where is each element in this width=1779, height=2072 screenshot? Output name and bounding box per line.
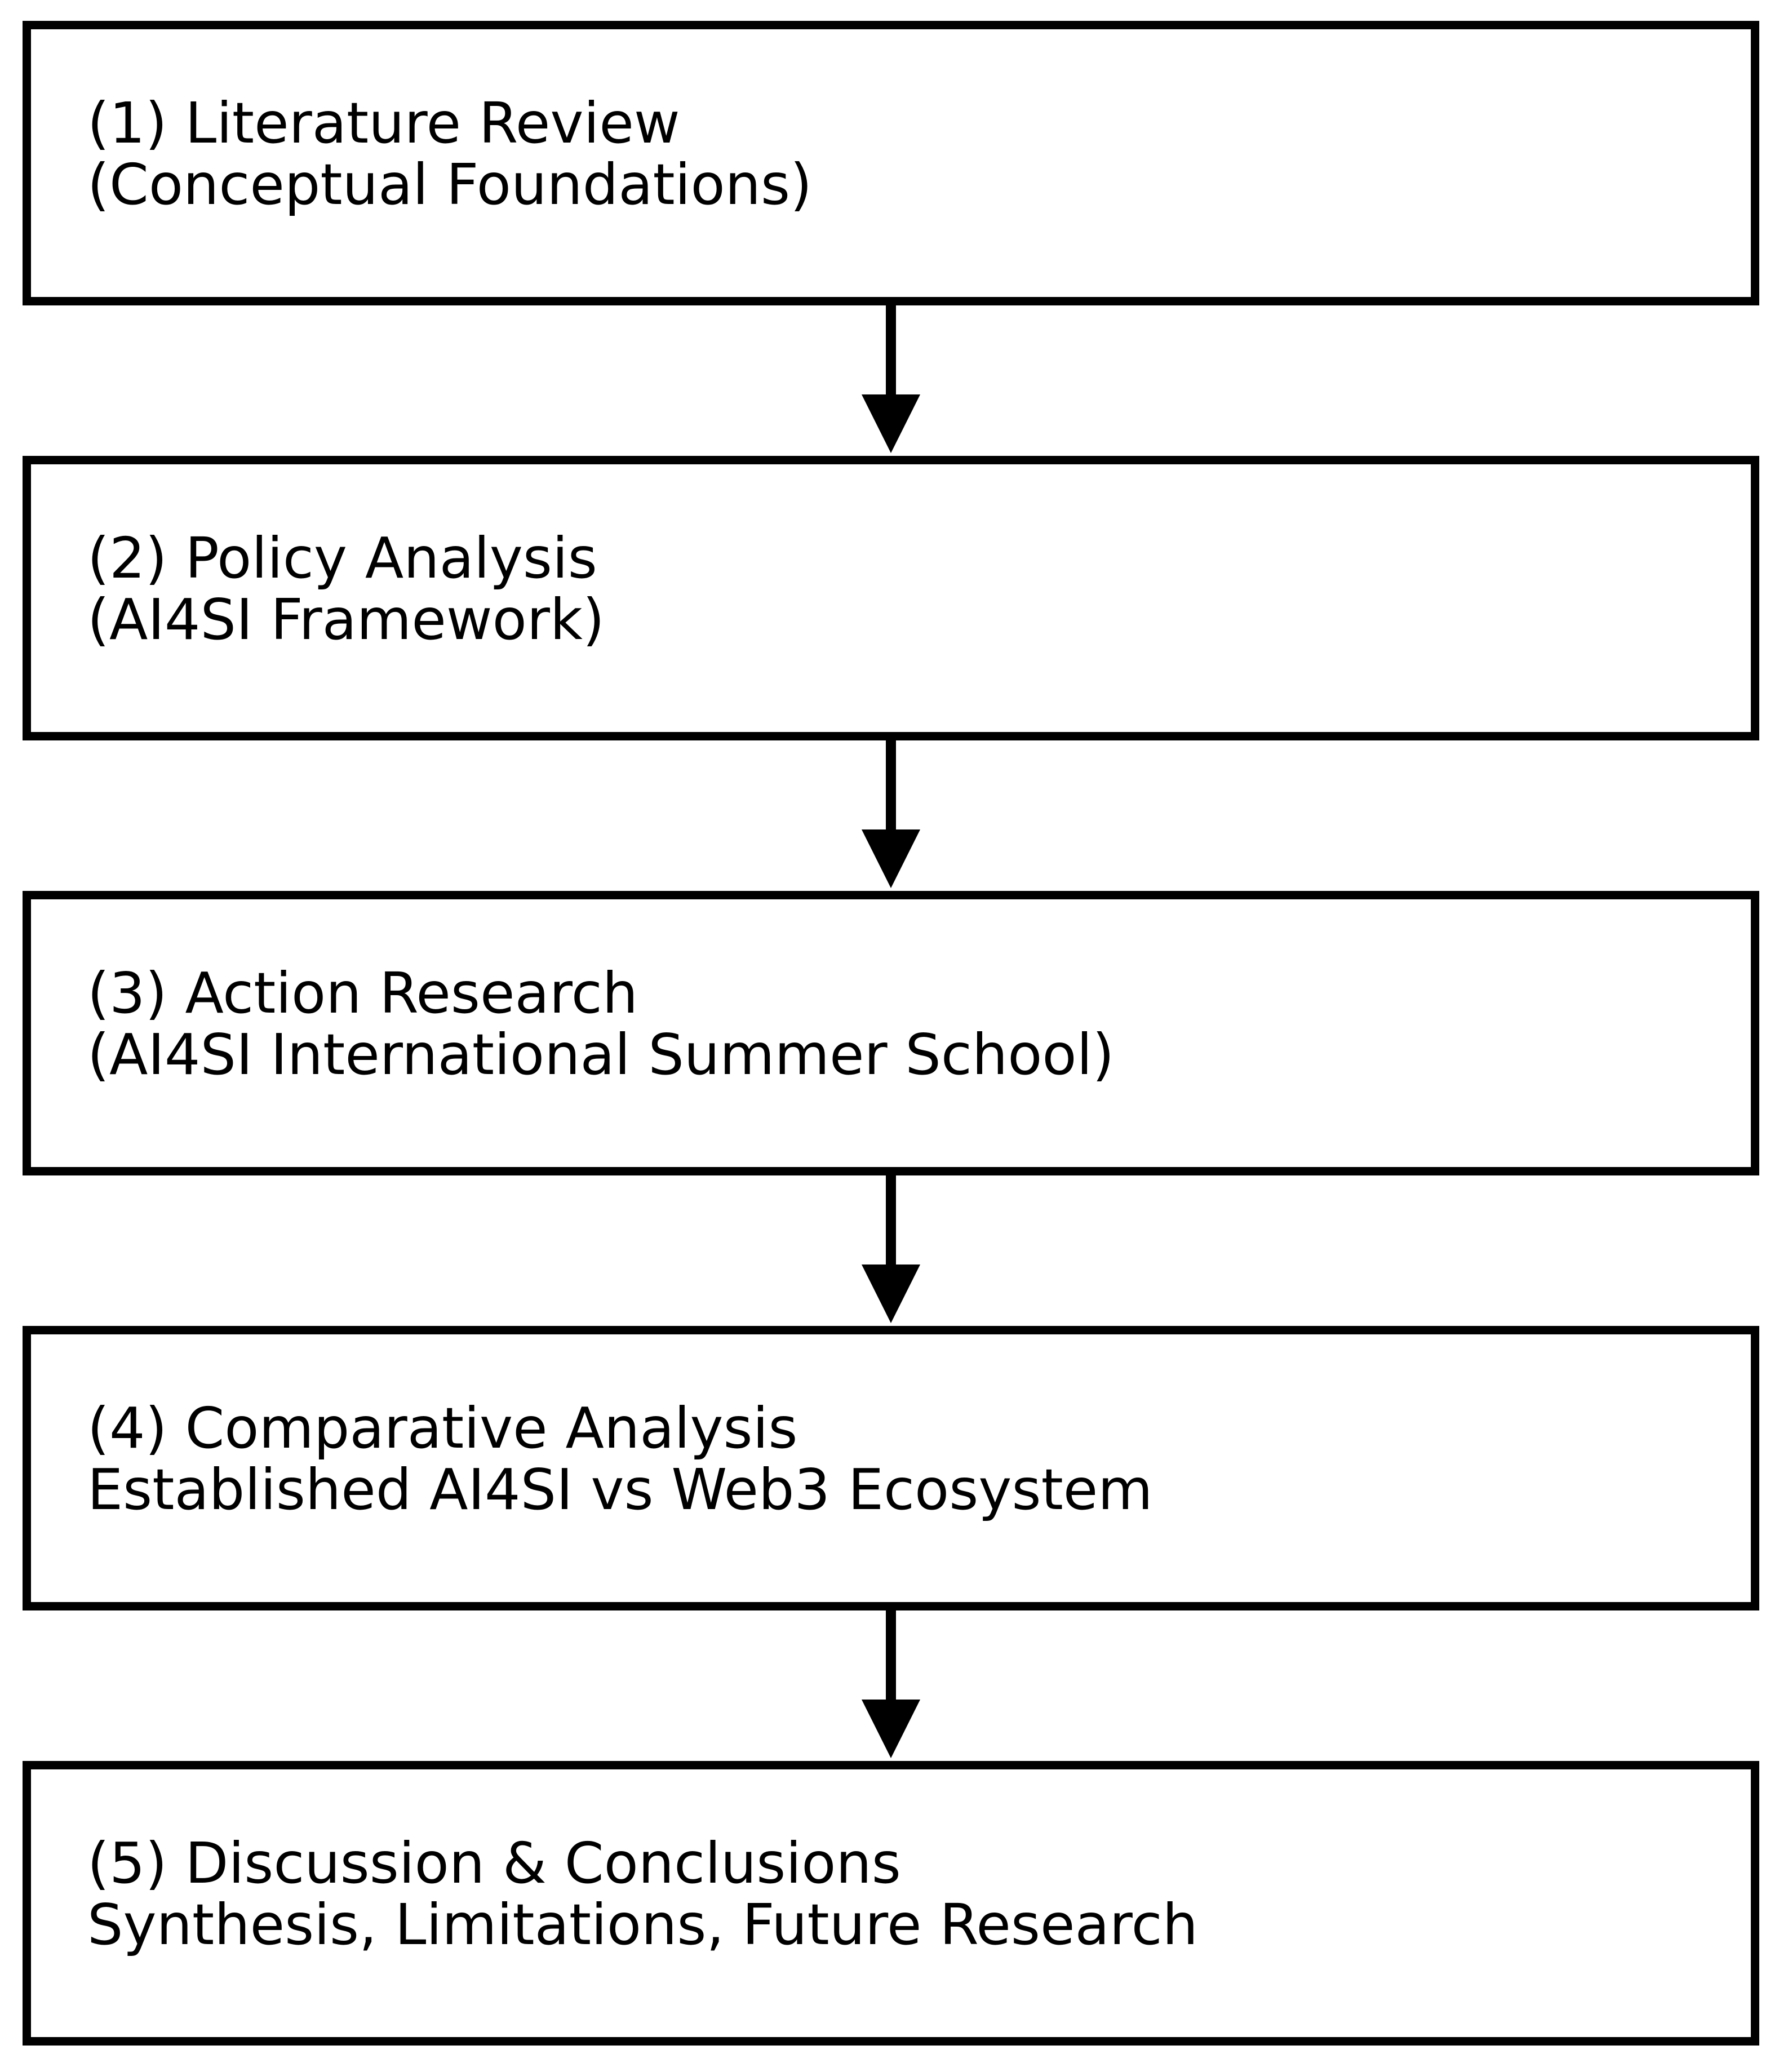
step-box-comparative-analysis: (4) Comparative Analysis Established AI4… xyxy=(23,1326,1759,1610)
step-subtitle: (AI4SI Framework) xyxy=(87,587,605,653)
arrow-shaft xyxy=(886,739,896,832)
down-arrow-icon xyxy=(862,739,920,891)
arrow-shaft xyxy=(886,1174,896,1267)
down-arrow-icon xyxy=(862,1174,920,1326)
step-title: (5) Discussion & Conclusions xyxy=(87,1830,901,1896)
step-subtitle: (AI4SI International Summer School) xyxy=(87,1022,1115,1088)
arrow-head xyxy=(862,829,920,888)
step-title: (4) Comparative Analysis xyxy=(87,1395,798,1461)
step-subtitle: Synthesis, Limitations, Future Research xyxy=(87,1892,1199,1958)
arrow-head xyxy=(862,394,920,453)
step-box-action-research: (3) Action Research (AI4SI International… xyxy=(23,891,1759,1175)
arrow-head xyxy=(862,1265,920,1323)
step-title: (1) Literature Review xyxy=(87,90,680,156)
step-box-policy-analysis: (2) Policy Analysis (AI4SI Framework) xyxy=(23,456,1759,740)
step-title: (3) Action Research xyxy=(87,960,638,1026)
step-subtitle: Established AI4SI vs Web3 Ecosystem xyxy=(87,1457,1153,1523)
step-box-literature-review: (1) Literature Review (Conceptual Founda… xyxy=(23,21,1759,305)
down-arrow-icon xyxy=(862,304,920,456)
down-arrow-icon xyxy=(862,1609,920,1762)
step-title: (2) Policy Analysis xyxy=(87,525,597,591)
arrow-shaft xyxy=(886,304,896,397)
step-box-discussion-conclusions: (5) Discussion & Conclusions Synthesis, … xyxy=(23,1761,1759,2046)
step-subtitle: (Conceptual Foundations) xyxy=(87,152,813,218)
arrow-head xyxy=(862,1700,920,1758)
arrow-shaft xyxy=(886,1609,896,1702)
